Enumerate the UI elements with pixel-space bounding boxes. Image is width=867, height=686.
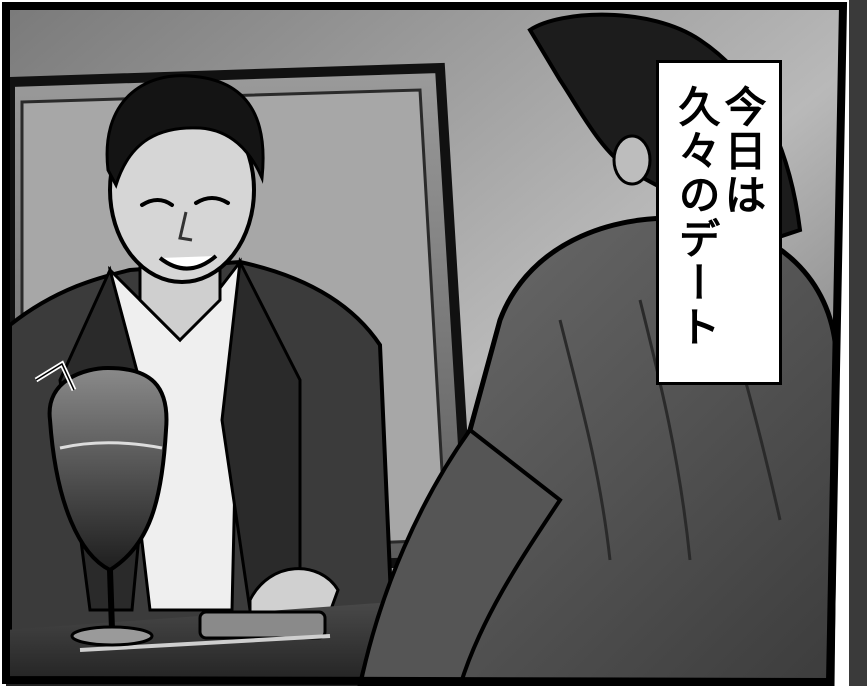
narration-caption-box: 今日は 久々のデート [656,60,782,385]
adjacent-panel-edge [849,0,867,686]
napkin [198,610,327,640]
caption-line-2: 久々のデート [672,85,721,349]
wine-glass-icon [34,360,169,647]
panel-border [1,1,848,686]
cutlery [79,634,331,652]
caption-line-1: 今日は [718,85,767,217]
